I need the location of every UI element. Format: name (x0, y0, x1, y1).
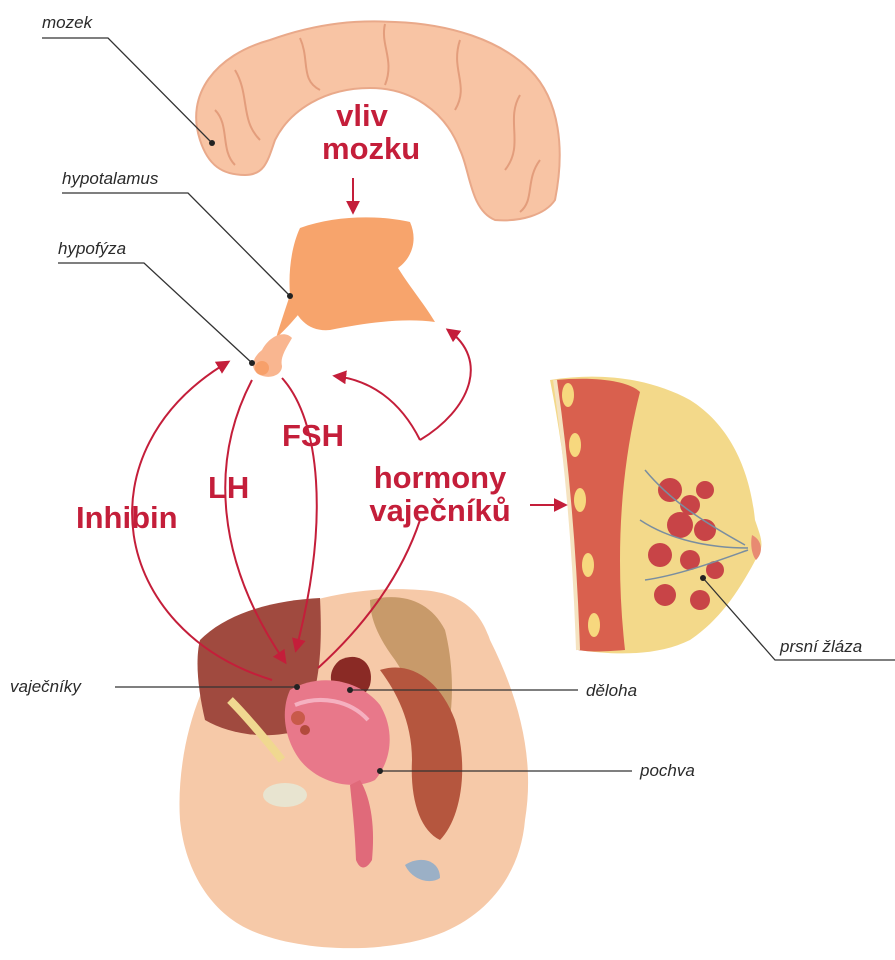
vajecniky-leader-dot (294, 684, 300, 690)
label-lh: LH (208, 472, 249, 505)
hypothalamus-illustration (276, 217, 435, 338)
mozek-leader-dot (209, 140, 215, 146)
hypotalamus-leader-dot (287, 293, 293, 299)
label-ovarian-hormones-line2: vaječníků (355, 495, 525, 528)
label-ovarian-hormones: hormony vaječníků (355, 462, 525, 527)
mozek-leader (42, 38, 212, 143)
pelvis-illustration (179, 589, 528, 948)
breast-illustration (550, 377, 761, 654)
pituitary-illustration (253, 334, 292, 377)
label-vagina: pochva (640, 762, 695, 779)
label-pituitary: hypofýza (58, 240, 126, 257)
label-brain-influence-line1: vliv (322, 100, 402, 133)
label-inhibin: Inhibin (76, 502, 178, 535)
deloha-leader-dot (347, 687, 353, 693)
label-ovaries: vaječníky (10, 678, 81, 695)
ovarian-hormones-arrow-to-hypothalamus (420, 330, 471, 440)
label-brain: mozek (42, 14, 92, 31)
label-mammary-gland: prsní žláza (780, 638, 862, 655)
label-ovarian-hormones-line1: hormony (355, 462, 525, 495)
hypofyza-leader (58, 263, 252, 363)
prsni-zlaza-leader-dot (700, 575, 706, 581)
label-hypothalamus: hypotalamus (62, 170, 158, 187)
label-fsh: FSH (282, 420, 344, 453)
hypofyza-leader-dot (249, 360, 255, 366)
pochva-leader-dot (377, 768, 383, 774)
label-brain-influence: vliv mozku (322, 100, 402, 165)
label-brain-influence-line2: mozku (322, 133, 402, 166)
label-uterus: děloha (586, 682, 637, 699)
ovarian-hormones-arrow-to-pituitary (335, 376, 420, 440)
